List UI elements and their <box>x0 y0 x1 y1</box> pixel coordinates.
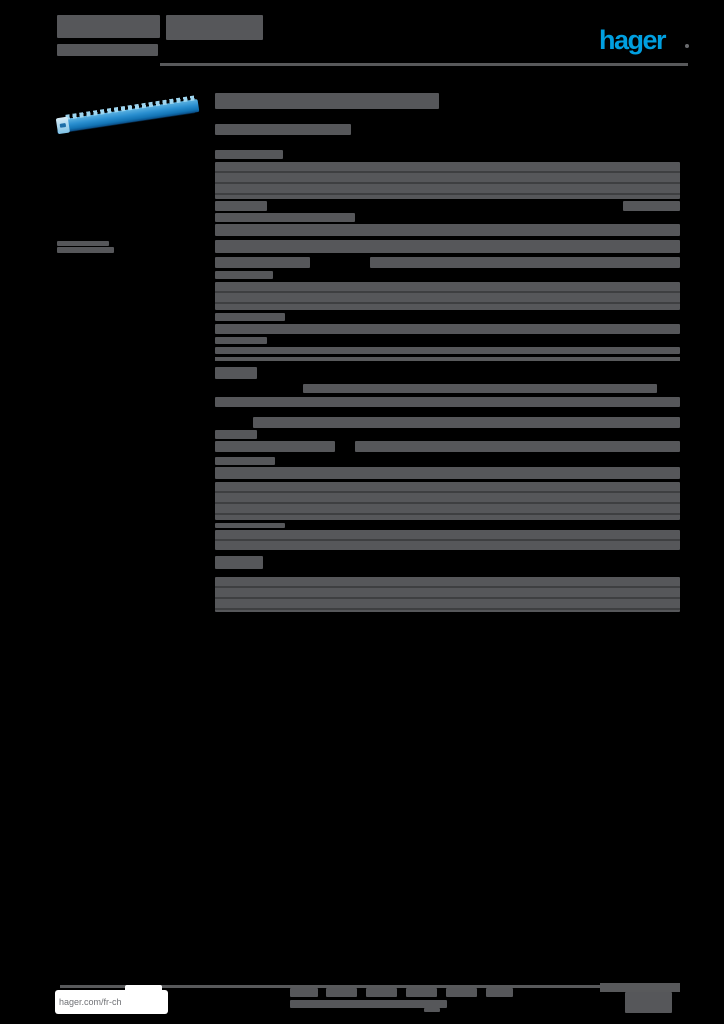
spec-row-label <box>215 556 263 569</box>
spec-row-label <box>215 430 257 439</box>
spec-block <box>215 162 680 199</box>
header-rule <box>160 63 688 66</box>
footer-website-tab <box>125 985 162 993</box>
spec-row-value <box>355 441 680 452</box>
header-title-word-2 <box>166 15 263 40</box>
spec-row-label <box>215 213 355 222</box>
wiring-duct-endcap <box>55 116 71 135</box>
spec-row-label <box>215 271 273 279</box>
spec-row-label <box>215 367 257 379</box>
header-title-word-1 <box>57 15 160 38</box>
spec-row <box>215 224 680 236</box>
wiring-duct-body <box>55 95 200 135</box>
spec-row-label <box>215 201 267 211</box>
spec-row <box>215 397 680 407</box>
registered-trademark-icon <box>685 44 689 48</box>
footer-address-descender <box>424 1008 440 1012</box>
spec-row-label <box>215 337 267 344</box>
footer-word <box>326 988 357 997</box>
footer-word <box>446 988 477 997</box>
spec-row-label <box>215 257 310 268</box>
footer-word <box>406 988 437 997</box>
section-label <box>215 150 283 159</box>
footer-right-rule <box>600 983 680 992</box>
margin-label-line-1 <box>57 241 109 246</box>
header-subtitle-line <box>57 44 158 56</box>
spec-row-label <box>215 523 285 528</box>
spec-rule <box>215 357 680 361</box>
footer-word <box>486 988 513 997</box>
footer-rule <box>60 985 680 988</box>
spec-row-value <box>623 201 680 211</box>
spec-block <box>215 282 680 310</box>
wiring-duct-endcap-hole <box>59 122 67 128</box>
spec-row-label <box>215 313 285 321</box>
spec-block <box>215 530 680 550</box>
spec-row-label <box>215 457 275 465</box>
spec-row <box>215 240 680 253</box>
product-title-bar <box>215 93 439 109</box>
spec-block <box>215 577 680 612</box>
spec-row <box>215 467 680 479</box>
spec-row <box>215 324 680 334</box>
page-number-box <box>625 992 672 1013</box>
hager-logo: hager <box>599 25 667 55</box>
spec-row-label <box>215 441 335 452</box>
product-photo <box>55 95 207 141</box>
spec-row <box>215 347 680 354</box>
spec-block <box>215 482 680 520</box>
spec-row-value <box>253 417 680 428</box>
product-subtitle-bar <box>215 124 351 135</box>
footer-website-link[interactable]: hager.com/fr-ch <box>59 997 122 1007</box>
spec-row-value <box>370 257 680 268</box>
margin-label-line-2 <box>57 247 114 253</box>
footer-word <box>366 988 397 997</box>
footer-word <box>290 988 318 997</box>
spec-row-value <box>303 384 657 393</box>
wiring-duct-slots <box>65 95 196 120</box>
footer-address-line <box>290 1000 447 1008</box>
footer-website-box: hager.com/fr-ch <box>55 990 168 1014</box>
